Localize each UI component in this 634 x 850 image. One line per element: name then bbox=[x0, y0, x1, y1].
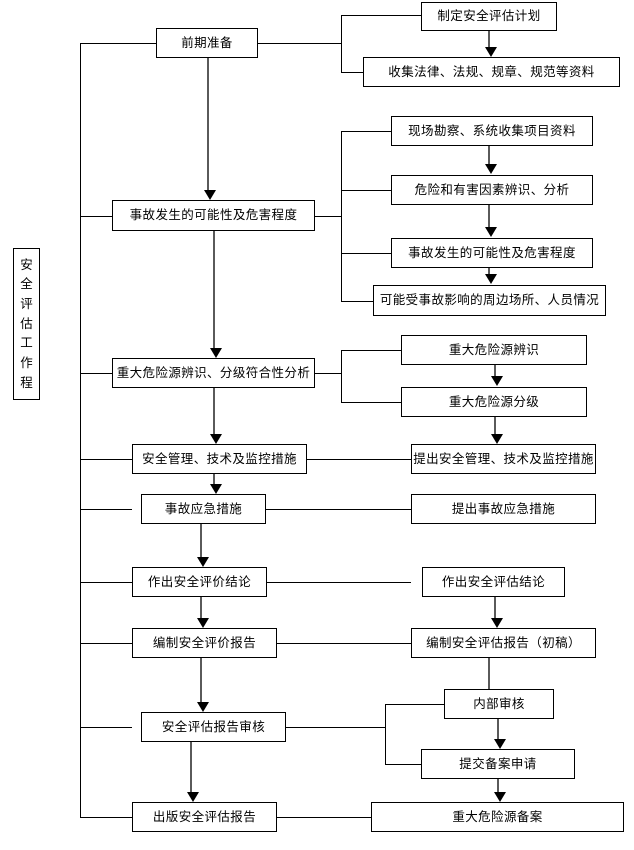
node-accident-possibility-right[interactable]: 事故发生的可能性及危害程度 bbox=[391, 238, 593, 268]
arrow-site-to-hazard bbox=[485, 146, 497, 174]
node-accident-possibility[interactable]: 事故发生的可能性及危害程度 bbox=[112, 200, 315, 231]
process-title-vertical-label: 安 全 评 估 工 作 程 bbox=[13, 248, 40, 400]
node-internal-review[interactable]: 内部审核 bbox=[444, 689, 554, 719]
link-report-compile bbox=[277, 643, 411, 644]
arrow-prep-to-accident bbox=[204, 58, 216, 200]
branch1-vertical bbox=[341, 15, 342, 72]
title-char-6: 程 bbox=[20, 374, 33, 390]
branch1-to-plan bbox=[341, 15, 421, 16]
branch1-out bbox=[258, 43, 341, 44]
title-char-1: 全 bbox=[20, 276, 33, 292]
spine-stub-report-compile bbox=[80, 643, 132, 644]
arrow-major-hazard-to-safety bbox=[210, 388, 222, 444]
arrow-internal-to-submit bbox=[494, 719, 506, 749]
branch3-out bbox=[315, 373, 341, 374]
branch2-out bbox=[315, 216, 341, 217]
branch4-out bbox=[286, 727, 385, 728]
arrow-accident-to-major-hazard bbox=[210, 231, 222, 358]
branch3-to-identify bbox=[341, 350, 401, 351]
spine-stub-accident bbox=[80, 216, 112, 217]
node-major-hazard-identify[interactable]: 重大危险源辨识 bbox=[401, 335, 587, 365]
node-emergency-measures-right[interactable]: 提出事故应急措施 bbox=[411, 494, 596, 524]
title-char-0: 安 bbox=[20, 256, 33, 272]
node-plan[interactable]: 制定安全评估计划 bbox=[421, 2, 557, 31]
arrow-safety-to-emergency bbox=[210, 474, 222, 494]
branch2-to-hazard-identify bbox=[341, 190, 391, 191]
title-char-5: 作 bbox=[20, 355, 33, 371]
arrow-review-to-publish bbox=[187, 742, 199, 802]
node-major-hazard-filing[interactable]: 重大危险源备案 bbox=[371, 802, 624, 832]
node-report-compile-right[interactable]: 编制安全评估报告（初稿） bbox=[411, 628, 596, 658]
title-char-2: 评 bbox=[20, 296, 33, 311]
node-safety-measures-right[interactable]: 提出安全管理、技术及监控措施 bbox=[411, 444, 596, 474]
arrow-identify-to-grade bbox=[491, 365, 503, 386]
branch2-to-surrounding bbox=[341, 301, 373, 302]
branch3-to-grade bbox=[341, 402, 401, 403]
branch2-to-accident-r bbox=[341, 253, 391, 254]
branch2-to-site-survey bbox=[341, 131, 391, 132]
branch2-vertical bbox=[341, 131, 342, 301]
arrow-report-to-review bbox=[197, 658, 209, 712]
node-emergency-measures[interactable]: 事故应急措施 bbox=[141, 494, 266, 524]
spine-stub-prep bbox=[80, 43, 156, 44]
arrow-plan-to-collect bbox=[485, 31, 497, 57]
link-safety-measures bbox=[307, 459, 411, 460]
branch1-to-collect bbox=[341, 72, 363, 73]
node-publish-report[interactable]: 出版安全评估报告 bbox=[132, 802, 277, 832]
node-major-hazard-grade[interactable]: 重大危险源分级 bbox=[401, 387, 587, 417]
spine-stub-publish bbox=[80, 817, 132, 818]
node-submit-filing[interactable]: 提交备案申请 bbox=[421, 749, 575, 779]
spine-stub-emergency bbox=[80, 509, 132, 510]
link-conclusion bbox=[267, 582, 411, 583]
spine-stub-conclusion bbox=[80, 582, 132, 583]
node-report-review[interactable]: 安全评估报告审核 bbox=[141, 712, 286, 742]
node-major-hazard-analysis[interactable]: 重大危险源辨识、分级符合性分析 bbox=[112, 358, 315, 388]
node-report-compile[interactable]: 编制安全评价报告 bbox=[132, 628, 277, 658]
arrow-emergency-to-conclusion bbox=[197, 524, 209, 567]
node-site-survey[interactable]: 现场勘察、系统收集项目资料 bbox=[391, 116, 593, 146]
arrow-submit-to-filing bbox=[494, 779, 506, 802]
spine-stub-report-review bbox=[80, 727, 132, 728]
arrow-grade-to-safety-r bbox=[491, 417, 503, 444]
branch3-vertical bbox=[341, 350, 342, 402]
arrow-conclusion-r-to-report-r bbox=[491, 597, 503, 628]
link-publish-to-filing bbox=[277, 817, 371, 818]
title-char-3: 估 bbox=[20, 315, 33, 331]
branch4-vertical bbox=[385, 704, 386, 764]
branch4-to-internal bbox=[385, 704, 444, 705]
arrow-hazard-to-accident-r bbox=[485, 205, 497, 237]
title-char-4: 工 bbox=[20, 335, 33, 351]
arrow-conclusion-to-report bbox=[197, 597, 209, 628]
node-conclusion-right[interactable]: 作出安全评估结论 bbox=[422, 567, 565, 597]
node-hazard-identify[interactable]: 危险和有害因素辨识、分析 bbox=[391, 175, 593, 205]
node-collect-laws[interactable]: 收集法律、法规、规章、规范等资料 bbox=[363, 57, 620, 87]
branch4-to-submit bbox=[385, 764, 421, 765]
spine-stub-major-hazard bbox=[80, 373, 112, 374]
link-emergency-measures bbox=[266, 509, 411, 510]
node-surrounding[interactable]: 可能受事故影响的周边场所、人员情况 bbox=[373, 285, 606, 316]
node-conclusion[interactable]: 作出安全评价结论 bbox=[132, 567, 267, 597]
node-prep[interactable]: 前期准备 bbox=[156, 28, 258, 58]
arrow-accident-r-to-surrounding bbox=[485, 268, 497, 284]
spine-stub-safety-measures bbox=[80, 459, 132, 460]
left-spine-line bbox=[80, 43, 81, 818]
node-safety-measures[interactable]: 安全管理、技术及监控措施 bbox=[132, 444, 307, 474]
